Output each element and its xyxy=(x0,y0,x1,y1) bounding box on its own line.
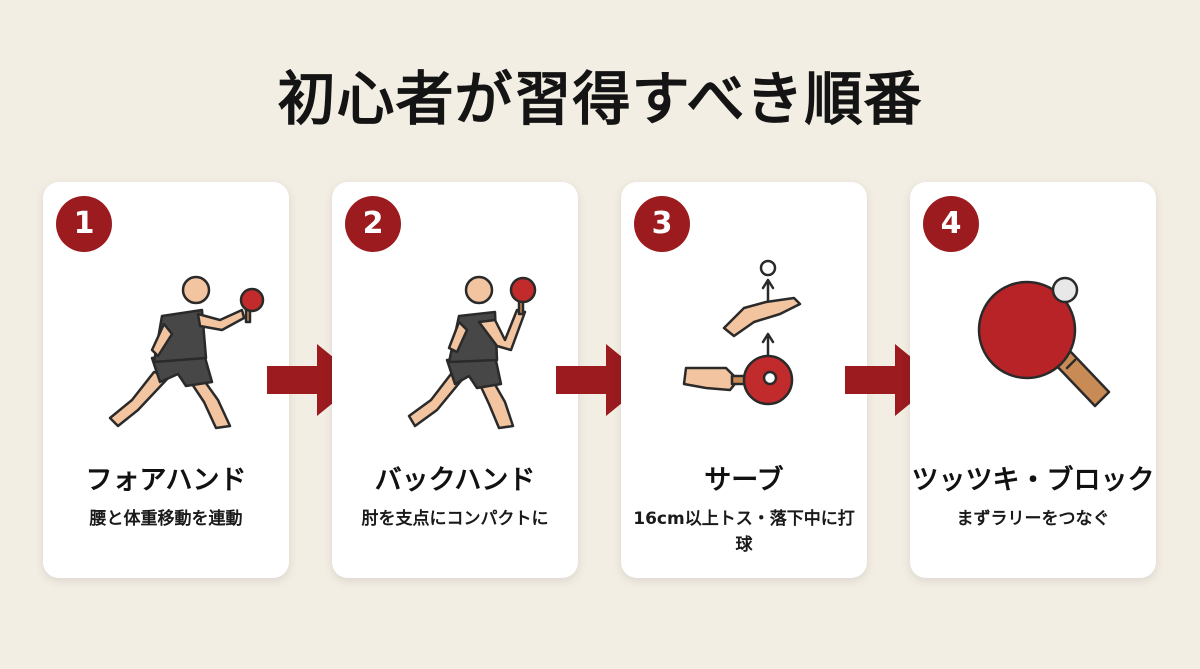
step-description: 腰と体重移動を連動 xyxy=(89,509,243,529)
serve-toss-icon xyxy=(682,259,802,406)
step-title: バックハンド xyxy=(374,465,536,496)
step-title: ツッツキ・ブロック xyxy=(911,465,1155,496)
step-description: 肘を支点にコンパクトに xyxy=(361,509,549,529)
step-card-1: 1 フォアハンド 腰と体重移動を連動 xyxy=(43,182,289,578)
step-card-4: 4 ツッツキ・ブロック まずラリーをつなぐ xyxy=(910,182,1156,578)
step-description: まずラリーをつなぐ xyxy=(956,509,1110,529)
step-title: サーブ xyxy=(704,465,784,496)
step-number-badge: 3 xyxy=(634,196,690,252)
step-number-badge: 4 xyxy=(923,196,979,252)
step-card-2: 2 バックハンド 肘を支点にコンパクトに xyxy=(332,182,578,578)
paddle-ball-icon xyxy=(977,276,1111,408)
step-number-badge: 2 xyxy=(345,196,401,252)
page-title: 初心者が習得すべき順番 xyxy=(277,65,923,133)
step-description: 16cm以上トス・落下中に打球 xyxy=(633,509,855,555)
step-title: フォアハンド xyxy=(85,465,247,496)
forehand-player-icon xyxy=(108,275,265,430)
step-card-3: 3 サーブ 16cm以上トス・落下中に打球 xyxy=(621,182,867,578)
step-number-badge: 1 xyxy=(56,196,112,252)
backhand-player-icon xyxy=(407,275,537,430)
